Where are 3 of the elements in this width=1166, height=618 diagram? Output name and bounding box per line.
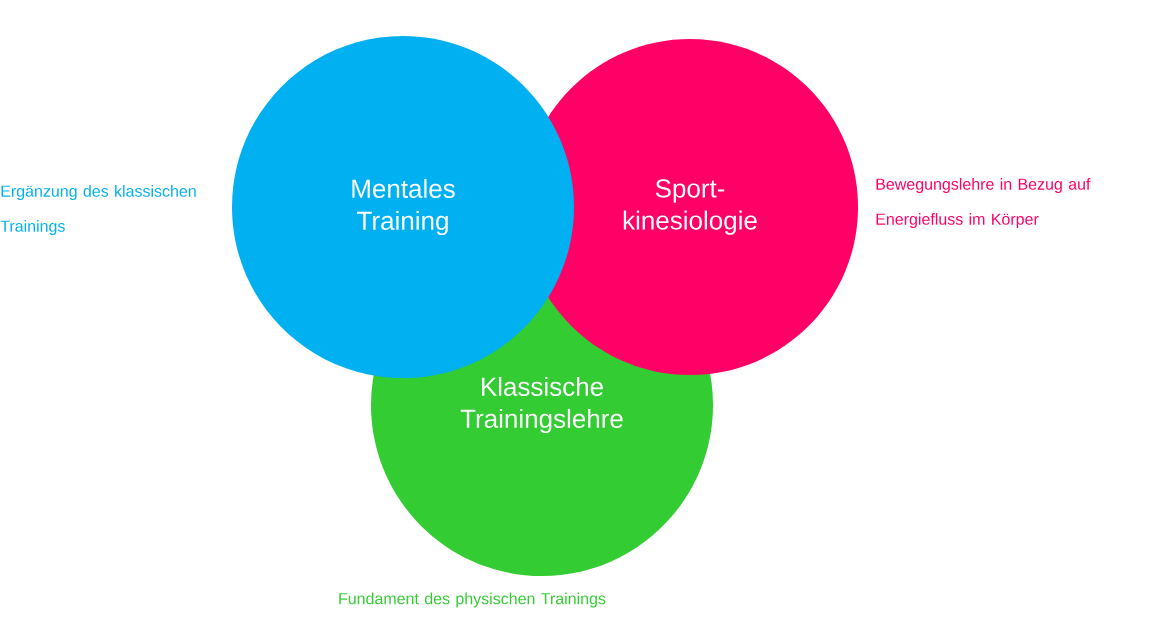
side-caption: Fundament des physischen Trainings xyxy=(339,592,606,608)
side-caption: Ergänzung des klassischen Trainings xyxy=(0,185,196,235)
side-caption: Bewegungslehre in Bezug auf Energiefluss im Körper xyxy=(876,178,1091,228)
